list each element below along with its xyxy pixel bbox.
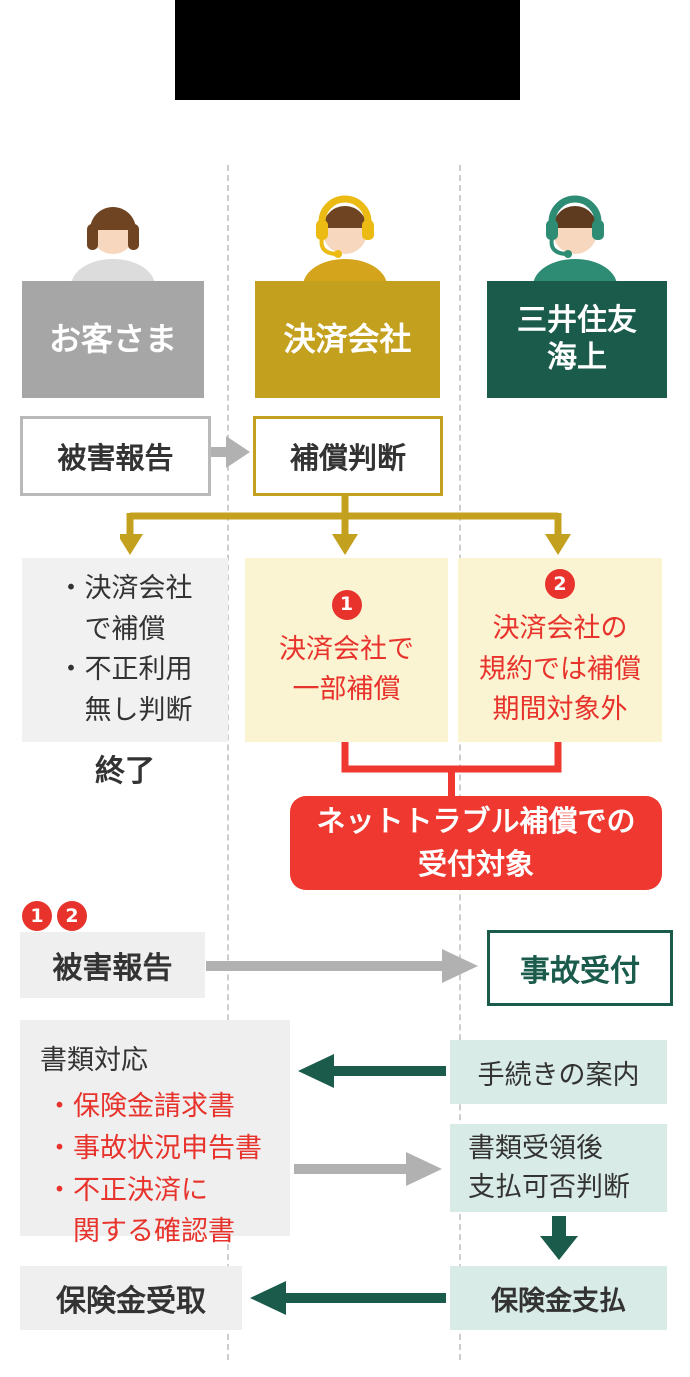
- lane-header-customer: お客さま: [22, 281, 204, 398]
- arrow-right-icon: [206, 436, 250, 468]
- badges-row: 1 2: [22, 901, 87, 931]
- badge-2-icon: 2: [545, 569, 575, 600]
- payment-decision-box: 書類受領後 支払可否判断: [450, 1124, 667, 1212]
- insurance-payment-box: 保険金支払: [450, 1266, 667, 1330]
- lane-divider-left: [227, 165, 229, 1360]
- branch-connector: [120, 489, 571, 555]
- arrow-right-icon: [294, 1152, 442, 1186]
- damage-report-box: 被害報告: [20, 416, 211, 496]
- arrow-right-icon: [206, 949, 478, 983]
- end-label: 終了: [95, 754, 155, 789]
- payment-operator-icon: [303, 195, 387, 288]
- arrow-left-icon: [298, 1054, 446, 1088]
- badge-2-icon: 2: [57, 901, 87, 931]
- net-trouble-acceptance-box: ネットトラブル補償での 受付対象: [290, 796, 662, 890]
- branch-partial-box: 1 決済会社で 一部補償: [245, 558, 448, 742]
- branch-no-claim-text: ・決済会社 で補償 ・不正利用 無し判断: [57, 573, 193, 726]
- compensation-judgment-box: 補償判断: [253, 416, 443, 496]
- arrow-left-icon: [250, 1281, 446, 1315]
- branch-no-claim-box: ・決済会社 で補償 ・不正利用 無し判断: [22, 558, 228, 742]
- badge-1-icon: 1: [331, 589, 362, 620]
- damage-report-box-2: 被害報告: [20, 932, 205, 998]
- masked-title-block: [175, 0, 520, 100]
- arrow-down-icon: [540, 1216, 578, 1260]
- customer-icon: [71, 207, 155, 288]
- branch-out-of-term-text: 決済会社の 規約では補償 期間対象外: [479, 613, 641, 726]
- branch-out-of-term-box: 2 決済会社の 規約では補償 期間対象外: [458, 558, 662, 742]
- accident-reception-box: 事故受付: [487, 930, 673, 1006]
- lane-header-payment: 決済会社: [255, 281, 440, 398]
- documents-list: ・保険金請求書 ・事故状況申告書 ・不正決済に 関する確認書: [46, 1090, 262, 1248]
- branch-partial-text: 決済会社で 一部補償: [279, 633, 414, 706]
- documents-title: 書類対応: [40, 1045, 148, 1076]
- lane-divider-right: [459, 165, 461, 1360]
- procedure-guidance-box: 手続きの案内: [450, 1040, 667, 1104]
- badge-1-icon: 1: [22, 901, 52, 931]
- lane-header-insurer: 三井住友 海上: [487, 281, 667, 398]
- insurance-receipt-box: 保険金受取: [20, 1266, 242, 1330]
- merge-connector: [341, 742, 562, 796]
- documents-box: 書類対応 ・保険金請求書 ・事故状況申告書 ・不正決済に 関する確認書: [20, 1020, 290, 1247]
- insurer-operator-icon: [533, 195, 617, 288]
